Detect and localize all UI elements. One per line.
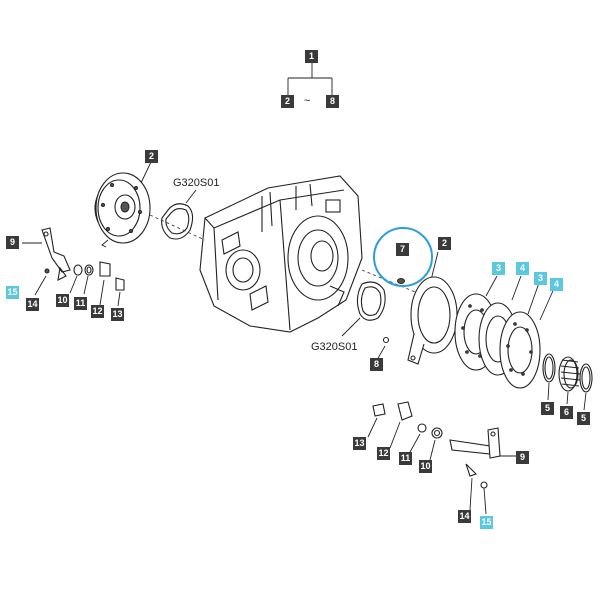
left-cover-drawing: [94, 161, 152, 248]
callout-4-a[interactable]: 4: [516, 262, 529, 275]
callout-3-b[interactable]: 3: [534, 272, 547, 285]
callout-2-cover[interactable]: 2: [145, 150, 158, 163]
brake-plate-drawing: [407, 251, 458, 365]
callout-15-right[interactable]: 15: [480, 516, 493, 529]
right-linkage-drawing: [367, 401, 520, 515]
reference-link-bottom[interactable]: G320S01: [311, 341, 358, 353]
callout-5-a[interactable]: 5: [541, 402, 554, 415]
callout-14-right[interactable]: 14: [458, 510, 471, 523]
highlight-circle: [373, 227, 433, 287]
callout-13-left[interactable]: 13: [111, 308, 124, 321]
callout-range-start[interactable]: 2: [281, 95, 294, 108]
callout-range-end[interactable]: 8: [326, 95, 339, 108]
right-gasket-drawing: [341, 281, 386, 337]
callout-5-b[interactable]: 5: [577, 412, 590, 425]
callout-15-left[interactable]: 15: [6, 286, 19, 299]
tree-connector: [287, 63, 333, 95]
range-separator: ~: [304, 95, 311, 107]
callout-14-left[interactable]: 14: [26, 298, 39, 311]
callout-12-right[interactable]: 12: [377, 447, 390, 460]
friction-discs-drawing: [454, 275, 557, 389]
callout-11-left[interactable]: 11: [74, 297, 87, 310]
callout-3-a[interactable]: 3: [492, 262, 505, 275]
callout-10-right[interactable]: 10: [419, 460, 432, 473]
callout-2-plate[interactable]: 2: [438, 237, 451, 250]
small-parts-7-8: [376, 278, 405, 361]
callout-4-b[interactable]: 4: [550, 278, 563, 291]
reference-link-top[interactable]: G320S01: [173, 177, 220, 189]
callout-7[interactable]: 7: [396, 243, 409, 256]
callout-10-left[interactable]: 10: [56, 294, 69, 307]
callout-11-right[interactable]: 11: [399, 452, 412, 465]
callout-9-right[interactable]: 9: [516, 451, 529, 464]
callout-9-left[interactable]: 9: [6, 236, 19, 249]
left-linkage-drawing: [22, 227, 125, 307]
bearing-rings-drawing: [542, 353, 593, 411]
callout-13-right[interactable]: 13: [353, 437, 366, 450]
callout-6[interactable]: 6: [560, 406, 573, 419]
callout-12-left[interactable]: 12: [91, 305, 104, 318]
callout-8[interactable]: 8: [370, 358, 383, 371]
left-gasket-drawing: [161, 189, 197, 240]
housing-drawing: [149, 175, 421, 333]
callout-1[interactable]: 1: [305, 50, 318, 63]
